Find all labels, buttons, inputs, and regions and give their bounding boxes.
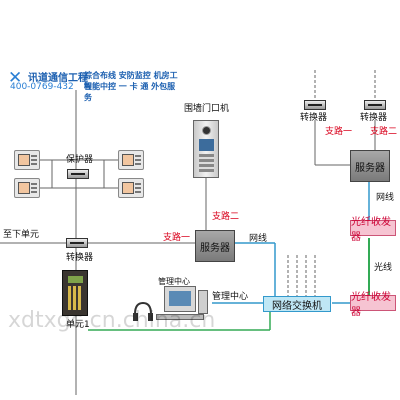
company-logo: ✕ 讯道通信工程 400-0769-432 综合布线 安防监控 机房工程 智能中… (8, 66, 178, 102)
fiber-label: 光线 (374, 263, 393, 273)
protector-device (67, 169, 89, 179)
indoor-monitor-icon (118, 178, 144, 198)
unit-entrance-panel-icon (62, 270, 88, 316)
network-line-label-right: 网线 (376, 193, 395, 203)
logo-icon: ✕ (8, 68, 23, 88)
unit-one-label: 单元1 (66, 320, 90, 330)
management-center-label: 管理中心 (212, 292, 249, 302)
computer-icon (150, 286, 210, 326)
right-server-label: 服务器 (355, 162, 385, 174)
branch-two-label: 支路二 (212, 212, 240, 222)
fiber-transceiver-bottom-label: 光纤收发器 (351, 292, 391, 318)
fiber-transceiver-top-label: 光纤收发器 (351, 217, 391, 243)
network-line-label-center: 网线 (249, 234, 268, 244)
center-server-label: 服务器 (200, 242, 230, 254)
network-switch-label: 网络交换机 (272, 300, 322, 312)
down-unit-label: 至下单元 (3, 230, 40, 240)
fiber-transceiver-top: 光纤收发器 (350, 217, 396, 243)
network-switch: 网络交换机 (263, 296, 331, 312)
right-converter-two-label: 转换器 (360, 113, 388, 123)
left-converter-label: 转换器 (66, 253, 94, 263)
wall-gate-unit-label: 围墙门口机 (184, 104, 230, 114)
indoor-monitor-icon (118, 150, 144, 170)
company-services-line2: 智能中控 一 卡 通 外包服务 (84, 82, 176, 102)
watermark: xdtxgc.cn.china.cn (8, 308, 216, 333)
left-converter-device (66, 238, 88, 248)
door-station-icon (193, 120, 219, 178)
right-converter-one-device (304, 100, 326, 110)
right-server: 服务器 (350, 150, 390, 182)
branch-one-label: 支路一 (163, 233, 191, 243)
company-services-line1: 综合布线 安防监控 机房工程 (84, 71, 178, 91)
indoor-monitor-icon (14, 178, 40, 198)
indoor-monitor-icon (14, 150, 40, 170)
company-name: 讯道通信工程 (28, 73, 88, 84)
right-converter-one-label: 转换器 (300, 113, 328, 123)
headset-icon (133, 301, 153, 321)
company-phone: 400-0769-432 (10, 82, 74, 92)
right-converter-two-device (364, 100, 386, 110)
management-center-screen-label: 管理中心 (158, 277, 190, 286)
fiber-transceiver-bottom: 光纤收发器 (350, 292, 396, 318)
center-server: 服务器 (195, 230, 235, 262)
right-branch-one-label: 支路一 (325, 127, 353, 137)
protector-label: 保护器 (66, 155, 94, 165)
right-branch-two-label: 支路二 (370, 127, 398, 137)
